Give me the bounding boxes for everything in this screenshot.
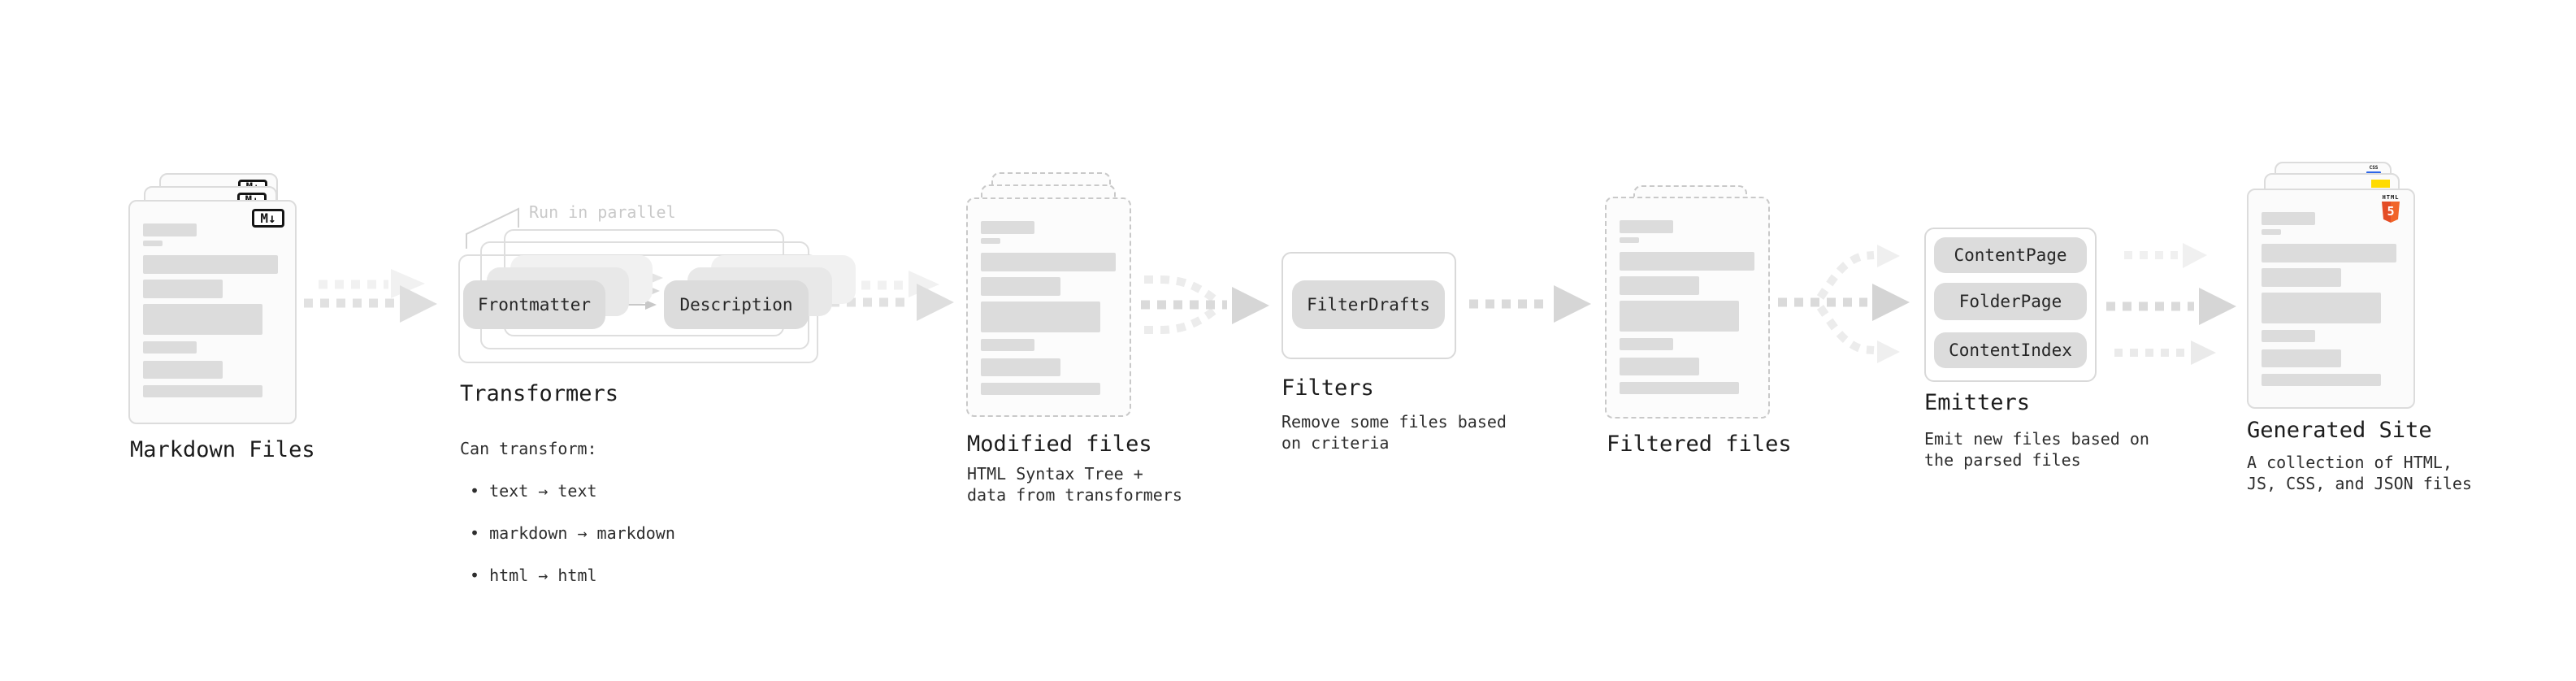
text-line-placeholder: [2262, 330, 2315, 342]
caption-bullet: • text → text: [470, 481, 597, 501]
caption-bullet: • html → html: [470, 566, 597, 585]
arrow-modified-to-filters: [1141, 275, 1269, 334]
transformers-caption: Can transform: • text → text • markdown …: [460, 417, 675, 607]
stage-label-generated-site: Generated Site: [2247, 418, 2432, 443]
text-line-placeholder: [1620, 220, 1673, 233]
filtered-file-card-front: [1605, 197, 1770, 419]
stage-label-modified-files: Modified files: [967, 432, 1152, 457]
folderpage-pill: FolderPage: [1934, 283, 2087, 320]
text-line-placeholder: [143, 223, 197, 236]
text-line-placeholder: [2262, 349, 2341, 367]
markdown-file-card-front: M↓: [128, 200, 297, 424]
arrow-markdown-to-transformers: [304, 269, 437, 323]
css-label: CSS: [2369, 165, 2379, 171]
stage-label-transformers: Transformers: [460, 381, 619, 406]
css-underline: [2366, 171, 2381, 174]
text-line-placeholder: [1620, 276, 1699, 295]
text-line-placeholder: [143, 341, 197, 354]
caption-bullet: • markdown → markdown: [470, 523, 675, 543]
text-line-placeholder: [143, 255, 278, 274]
html5-icon: HTML 5: [2380, 194, 2401, 223]
text-line-placeholder: [1620, 338, 1673, 350]
caption-title: Can transform:: [460, 439, 597, 458]
run-in-parallel-note: Run in parallel: [529, 202, 676, 222]
text-line-placeholder: [1620, 301, 1739, 332]
contentpage-pill: ContentPage: [1934, 237, 2087, 273]
generated-site-caption: A collection of HTML, JS, CSS, and JSON …: [2247, 453, 2472, 493]
text-line-placeholder: [2262, 293, 2381, 323]
text-line-placeholder: [981, 339, 1034, 351]
text-line-placeholder: [1620, 252, 1754, 271]
markdown-icon: M↓: [252, 209, 284, 228]
arrow-filters-to-filtered: [1469, 285, 1591, 323]
js-icon: [2371, 180, 2390, 188]
text-line-placeholder: [981, 383, 1100, 395]
text-line-placeholder: [143, 361, 223, 379]
arrow-emitters-to-site-middle: [2106, 288, 2236, 325]
description-pill: Description: [664, 280, 809, 329]
stage-label-markdown-files: Markdown Files: [130, 437, 315, 462]
filterdrafts-pill: FilterDrafts: [1292, 280, 1445, 329]
site-file-card-html: HTML 5: [2247, 189, 2415, 409]
filters-caption: Remove some files based on criteria: [1281, 412, 1507, 453]
html5-label: HTML: [2382, 194, 2400, 201]
html5-shield: 5: [2382, 202, 2400, 223]
contentindex-pill: ContentIndex: [1934, 332, 2087, 368]
text-line-placeholder: [1620, 237, 1639, 243]
text-line-placeholder: [143, 385, 262, 397]
stage-label-filtered-files: Filtered files: [1607, 432, 1792, 457]
text-line-placeholder: [2262, 244, 2396, 262]
frontmatter-pill: Frontmatter: [463, 280, 605, 329]
text-line-placeholder: [2262, 212, 2315, 225]
text-line-placeholder: [981, 277, 1060, 296]
arrow-filtered-to-emitters: [1778, 245, 1910, 363]
html5-number: 5: [2387, 204, 2395, 219]
text-line-placeholder: [981, 301, 1100, 332]
emitters-caption: Emit new files based on the parsed files: [1924, 429, 2149, 470]
text-line-placeholder: [981, 238, 1000, 244]
text-line-placeholder: [981, 358, 1060, 376]
text-line-placeholder: [981, 221, 1034, 234]
text-line-placeholder: [2262, 229, 2281, 235]
text-line-placeholder: [143, 280, 223, 298]
text-line-placeholder: [143, 304, 262, 335]
stage-label-emitters: Emitters: [1924, 390, 2031, 415]
text-line-placeholder: [981, 253, 1116, 271]
arrow-emitters-to-site-top: [2124, 243, 2207, 268]
modified-file-card-front: [966, 197, 1131, 417]
arrow-emitters-to-site-bottom: [2114, 340, 2216, 365]
text-line-placeholder: [2262, 374, 2381, 386]
text-line-placeholder: [1620, 382, 1739, 394]
text-line-placeholder: [2262, 268, 2341, 287]
modified-files-caption: HTML Syntax Tree + data from transformer…: [967, 464, 1182, 505]
text-line-placeholder: [143, 241, 163, 246]
text-line-placeholder: [1620, 358, 1699, 375]
css-icon: CSS: [2366, 166, 2381, 174]
stage-label-filters: Filters: [1281, 375, 1374, 401]
